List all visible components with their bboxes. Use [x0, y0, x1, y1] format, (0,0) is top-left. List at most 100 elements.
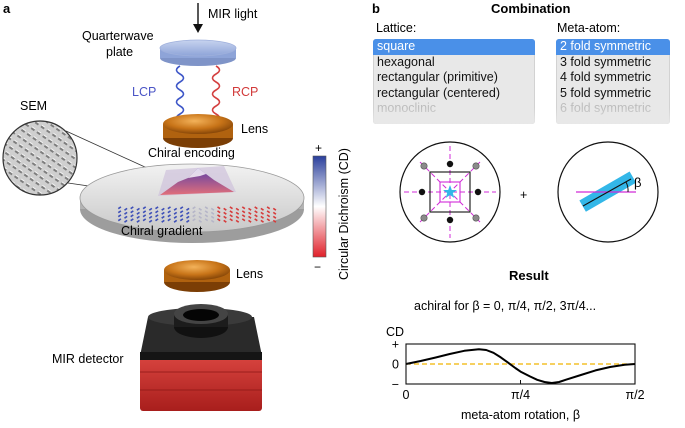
disk-pattern-element — [142, 210, 147, 214]
x-tick-label: 0 — [403, 388, 410, 402]
disk-pattern-element — [204, 218, 209, 222]
disk-pattern-element — [266, 214, 271, 218]
disk-pattern-element — [272, 219, 277, 223]
disk-pattern-element — [186, 215, 190, 219]
disk-pattern-element — [136, 207, 140, 211]
encoded-mountain-image — [158, 166, 236, 196]
disk-pattern-element — [117, 218, 122, 222]
disk-pattern-element — [130, 218, 134, 222]
disk-pattern-element — [266, 206, 271, 210]
lcp-spring — [175, 65, 185, 123]
lattice-option[interactable]: rectangular (primitive) — [377, 70, 498, 85]
mir-light-label: MIR light — [208, 7, 258, 21]
disk-pattern-element — [217, 210, 221, 214]
meta-atom-option[interactable]: 5 fold symmetric — [560, 85, 651, 100]
y-tick-label: − — [392, 378, 399, 392]
meta-atom-option[interactable]: 3 fold symmetric — [560, 54, 651, 69]
chiral-encoding-label: Chiral encoding — [148, 146, 235, 160]
disk-pattern-element — [229, 210, 233, 214]
colorbar-title: Circular Dichroism (CD) — [337, 148, 351, 280]
lattice-option[interactable]: square — [373, 39, 535, 55]
disk-pattern-element — [173, 219, 178, 223]
disk-pattern-element — [192, 214, 196, 218]
disk-pattern-element — [204, 210, 209, 214]
disk-pattern-element — [179, 218, 184, 222]
disk-pattern-element — [136, 215, 140, 219]
colorbar-plus: + — [315, 141, 322, 155]
panel-b-letter: b — [372, 1, 380, 16]
disk-pattern-element — [173, 215, 178, 219]
lattice-option[interactable]: hexagonal — [377, 54, 435, 69]
disk-pattern-element — [161, 207, 165, 211]
disk-pattern-element — [124, 211, 128, 215]
quarterwave-plate — [159, 39, 237, 66]
result-title: Result — [509, 268, 549, 283]
disk-pattern-element — [130, 214, 134, 218]
disk-pattern-element — [167, 206, 171, 210]
meta-atom-option[interactable]: 4 fold symmetric — [560, 70, 651, 85]
disk-pattern-element — [235, 211, 240, 215]
meta-atom-title: Meta-atom: — [557, 21, 620, 35]
lens-top-label: Lens — [241, 122, 268, 136]
disk-pattern-element — [192, 218, 196, 222]
disk-pattern-element — [266, 210, 271, 214]
y-tick-label: + — [392, 338, 399, 352]
disk-pattern-element — [148, 211, 153, 215]
disk-pattern-element — [136, 219, 140, 223]
panel-a-letter: a — [3, 1, 11, 16]
disk-pattern-element — [130, 210, 134, 214]
disk-pattern-element — [130, 206, 134, 210]
disk-pattern-element — [229, 214, 233, 218]
combination-title: Combination — [491, 1, 570, 16]
disk-pattern-element — [124, 215, 128, 219]
chiral-gradient-disk — [79, 163, 305, 243]
meta-atom-diagram — [557, 141, 659, 243]
disk-pattern-element — [142, 206, 147, 210]
disk-pattern-element — [229, 206, 233, 210]
disk-pattern-element — [241, 214, 246, 218]
disk-pattern-element — [210, 207, 215, 211]
meta-atom-option[interactable]: 2 fold symmetric — [556, 39, 670, 55]
disk-pattern-element — [167, 218, 171, 222]
disk-pattern-element — [217, 206, 221, 210]
bottom-lens — [164, 260, 230, 292]
disk-pattern-element — [198, 211, 202, 215]
lattice-title: Lattice: — [376, 21, 416, 35]
disk-pattern-element — [142, 214, 147, 218]
y-tick-label: 0 — [392, 358, 399, 372]
disk-pattern-element — [235, 207, 240, 211]
rcp-spring — [211, 65, 221, 123]
colorbar-minus: − — [314, 260, 321, 274]
disk-pattern-element — [272, 207, 277, 211]
disk-pattern-element — [248, 211, 252, 215]
disk-pattern-element — [117, 210, 122, 214]
disk-pattern-element — [173, 211, 178, 215]
disk-pattern-element — [254, 206, 258, 210]
quarterwave-label-line2: plate — [106, 45, 133, 59]
disk-pattern-element — [223, 211, 227, 215]
disk-pattern-element — [260, 215, 264, 219]
lattice-diagram — [399, 141, 501, 243]
top-lens — [163, 114, 233, 148]
lattice-option[interactable]: rectangular (centered) — [377, 85, 500, 100]
disk-pattern-element — [124, 207, 128, 211]
disk-pattern-element — [248, 215, 252, 219]
disk-pattern-element — [260, 211, 264, 215]
disk-pattern-element — [167, 210, 171, 214]
disk-pattern-element — [186, 219, 190, 223]
cd-series-line — [405, 348, 636, 384]
disk-pattern-element — [260, 219, 264, 223]
disk-pattern-element — [217, 214, 221, 218]
disk-pattern-element — [117, 206, 122, 210]
disk-pattern-element — [217, 218, 221, 222]
disk-pattern-element — [117, 214, 122, 218]
result-text: achiral for β = 0, π/4, π/2, 3π/4... — [414, 299, 596, 313]
disk-pattern-element — [272, 211, 277, 215]
chiral-gradient-label: Chiral gradient — [121, 224, 203, 238]
disk-pattern-element — [248, 207, 252, 211]
lcp-label: LCP — [132, 85, 156, 99]
quarterwave-label-line1: Quarterwave — [82, 29, 154, 43]
rcp-label: RCP — [232, 85, 258, 99]
